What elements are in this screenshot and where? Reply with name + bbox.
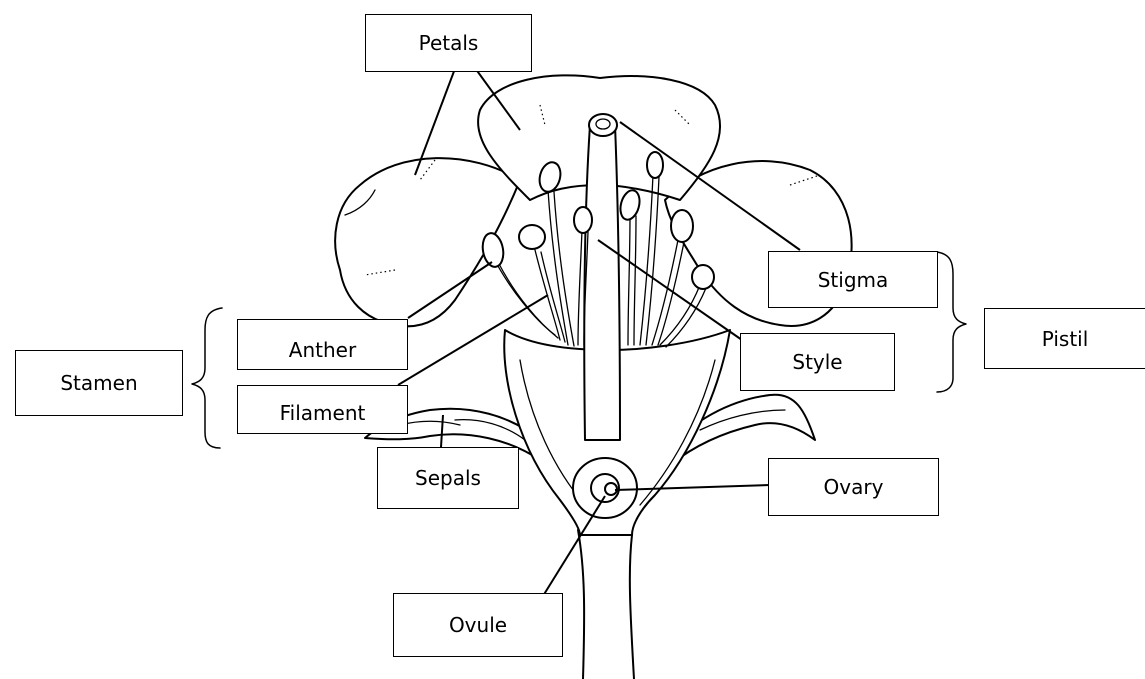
label-petals: Petals	[365, 14, 532, 72]
label-sepals: Sepals	[377, 447, 519, 509]
label-stigma: Stigma	[768, 251, 938, 308]
label-anther: Anther	[237, 319, 408, 370]
label-style: Style	[740, 333, 895, 391]
label-pistil: Pistil	[984, 308, 1145, 369]
stem	[578, 530, 634, 679]
ovary-chamber	[573, 458, 637, 518]
label-ovule: Ovule	[393, 593, 563, 657]
pistil-style	[584, 114, 620, 440]
label-filament: Filament	[237, 385, 408, 434]
label-stamen: Stamen	[15, 350, 183, 416]
label-ovary: Ovary	[768, 458, 939, 516]
